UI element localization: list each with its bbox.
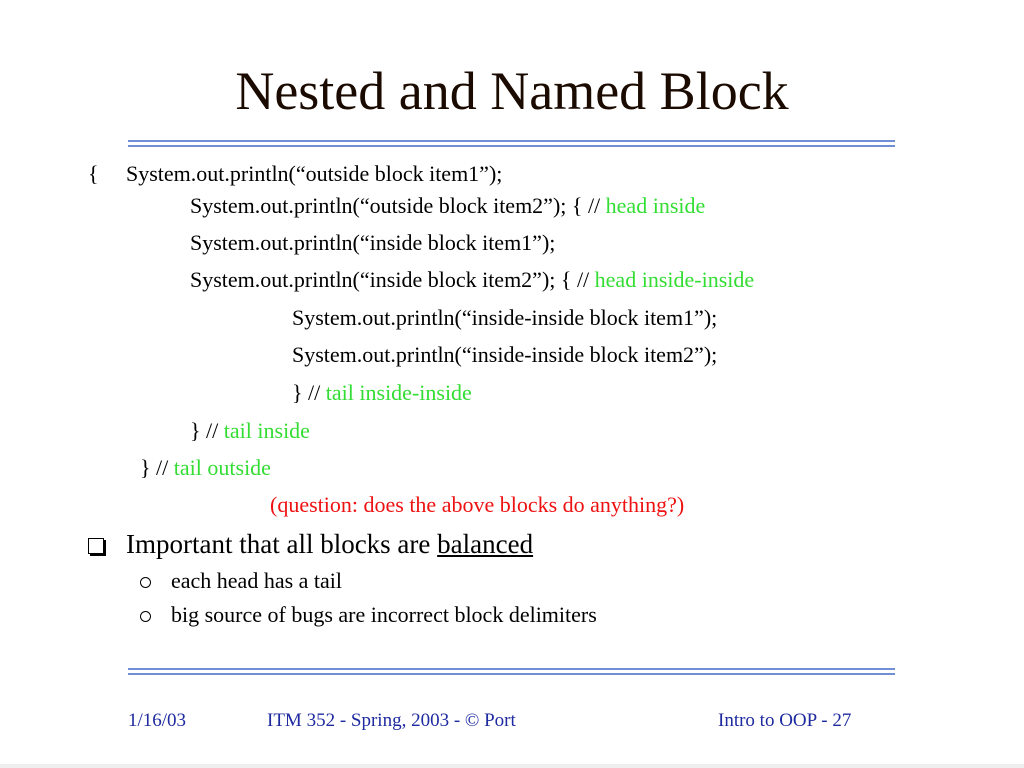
code-line-8-code: } // (190, 418, 224, 443)
slide-title: Nested and Named Block (235, 61, 789, 121)
code-line-4-code: System.out.println(“inside block item2”)… (190, 267, 595, 292)
question-note: (question: does the above blocks do anyt… (270, 492, 685, 517)
code-line-4-comment: head inside-inside (594, 267, 755, 292)
code-line-2-comment: head inside (605, 193, 706, 218)
code-line-6: System.out.println(“inside-inside block … (292, 342, 718, 367)
sub-bullet-text: each head has a tail (171, 568, 343, 593)
code-line-9-code: } // (140, 455, 174, 480)
main-bullet-prefix: Important that all blocks are (126, 529, 438, 559)
footer-date: 1/16/03 (128, 710, 187, 731)
bottom-band (0, 764, 1024, 768)
code-line-2-code: System.out.println(“outside block item2”… (190, 193, 606, 218)
code-line-3: System.out.println(“inside block item1”)… (190, 230, 556, 255)
code-line-9: } // tail outside (140, 455, 271, 481)
code-line-2: System.out.println(“outside block item2”… (190, 193, 705, 219)
code-line-7-comment: tail inside-inside (325, 380, 472, 405)
footer-course: ITM 352 - Spring, 2003 - © Port (267, 710, 516, 731)
title-divider (128, 140, 895, 147)
code-line-4: System.out.println(“inside block item2”)… (190, 267, 754, 293)
main-bullet-text: Important that all blocks are balanced (126, 528, 533, 560)
hollow-circle-bullet-icon (140, 611, 151, 622)
footer-page-number: Intro to OOP - 27 (718, 710, 852, 731)
footer-divider (128, 668, 895, 675)
code-line-7-code: } // (292, 380, 326, 405)
code-line-5: System.out.println(“inside-inside block … (292, 305, 718, 330)
code-line-8: } // tail inside (190, 418, 310, 444)
main-bullet-emphasis: balanced (437, 529, 534, 559)
code-line-9-comment: tail outside (173, 455, 271, 480)
code-line-7: } // tail inside-inside (292, 380, 472, 406)
code-line-8-comment: tail inside (223, 418, 310, 443)
hollow-circle-bullet-icon (140, 577, 151, 588)
sub-bullet-text: big source of bugs are incorrect block d… (171, 602, 597, 627)
hollow-square-bullet-icon (88, 538, 104, 554)
open-brace: { (88, 161, 99, 186)
code-line-1: System.out.println(“outside block item1”… (126, 161, 503, 186)
